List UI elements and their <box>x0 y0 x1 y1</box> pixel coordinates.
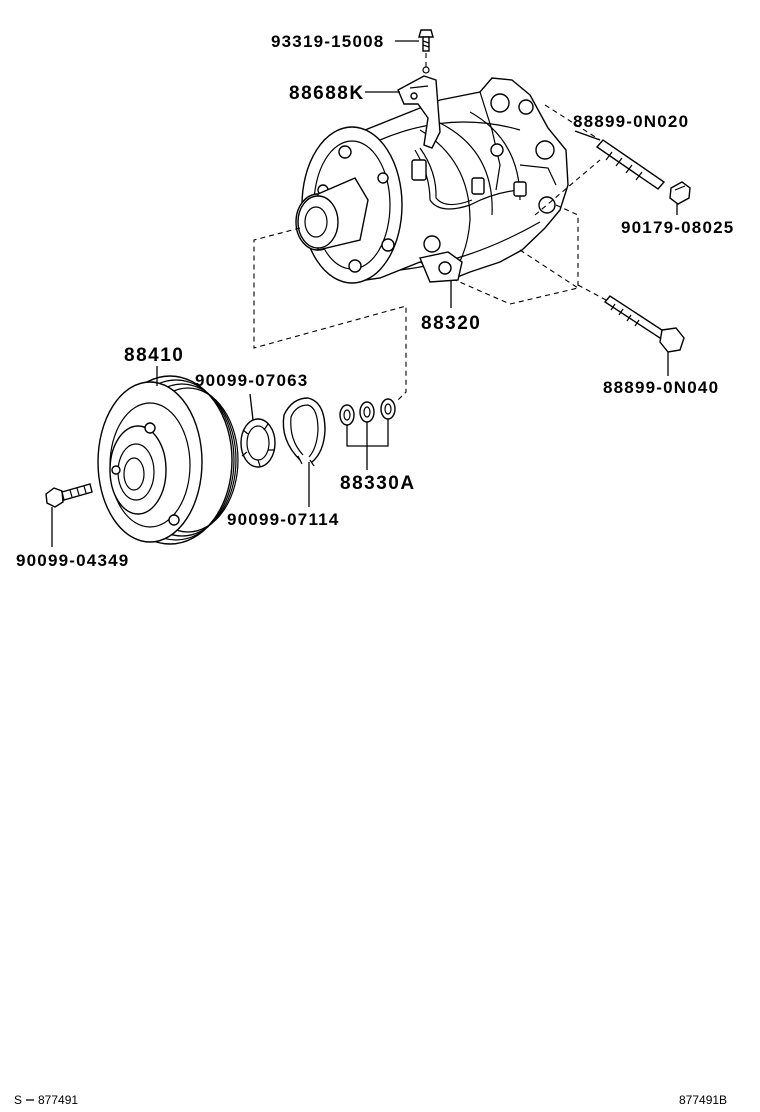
nut-icon[interactable] <box>669 181 691 205</box>
ac-compressor-icon[interactable] <box>295 77 569 284</box>
assembly-guide-lines <box>253 104 607 403</box>
bolt-icon[interactable] <box>418 29 434 52</box>
leader-lines <box>51 40 678 547</box>
wire-bracket-icon[interactable] <box>397 75 441 149</box>
footer-left-code: 877491 <box>38 1093 78 1107</box>
label-snap-ring: 90099-07063 <box>195 371 308 390</box>
shim-washer-icon[interactable] <box>339 398 396 426</box>
footer-right-code: 877491B <box>679 1093 727 1107</box>
label-stud-upper: 88899-0N020 <box>573 112 689 131</box>
footer-left-mark: S <box>14 1093 22 1107</box>
label-clutch-assy: 88410 <box>124 345 184 366</box>
snap-ring-icon[interactable] <box>240 418 276 468</box>
label-shim-set: 88330A <box>340 473 416 494</box>
bolt-icon[interactable] <box>45 483 93 508</box>
label-harness-bracket: 88688K <box>289 83 365 104</box>
label-stud-lower: 88899-0N040 <box>603 378 719 397</box>
bolt-icon[interactable] <box>603 295 685 353</box>
label-clutch-bolt: 90099-04349 <box>16 551 129 570</box>
bolt-icon[interactable] <box>595 139 666 190</box>
label-compressor: 88320 <box>421 313 481 334</box>
label-nut: 90179-08025 <box>621 218 734 237</box>
magnetic-clutch-pulley-icon[interactable] <box>97 375 239 545</box>
snap-ring-icon[interactable] <box>282 397 326 467</box>
label-bolt-top: 93319-15008 <box>271 32 384 51</box>
label-retaining-ring: 90099-07114 <box>227 510 339 529</box>
